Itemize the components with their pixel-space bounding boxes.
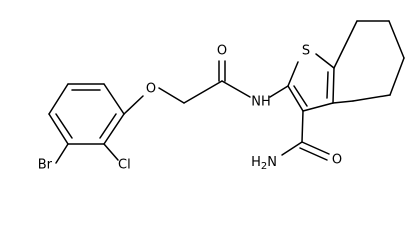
- ether-oxygen-label: O: [146, 82, 156, 97]
- amine-subscript: 2: [261, 161, 267, 172]
- chlorine-label: Cl: [118, 158, 131, 173]
- bond: [183, 80, 223, 104]
- amine-n-label: N: [267, 155, 277, 170]
- bromine-label: Br: [38, 158, 53, 173]
- bond: [302, 102, 334, 112]
- bonds: [48, 20, 405, 164]
- amide-oxygen-label: O: [332, 153, 342, 168]
- bond: [333, 20, 358, 69]
- bond: [315, 53, 335, 69]
- amide-nh-label: NH: [251, 95, 271, 110]
- bond: [293, 85, 308, 107]
- bond: [221, 80, 251, 98]
- bond: [326, 71, 329, 99]
- bond: [388, 20, 405, 59]
- bond: [48, 113, 69, 145]
- bond: [103, 143, 119, 161]
- bond: [389, 57, 405, 96]
- bond: [332, 100, 354, 104]
- bond: [352, 94, 391, 102]
- bond: [99, 113, 117, 139]
- carbonyl-oxygen-label: O: [217, 44, 227, 59]
- sulfur-label: S: [302, 44, 310, 59]
- chemical-structure: Br Cl O O NH S O H2N: [38, 20, 405, 173]
- amine-h-label: H: [251, 155, 261, 170]
- amine-label: H2N: [251, 155, 277, 173]
- atom-labels: Br Cl O O NH S O H2N: [38, 44, 342, 173]
- bond: [103, 83, 125, 115]
- bond: [281, 141, 303, 156]
- bond: [332, 67, 335, 104]
- bond: [123, 95, 144, 115]
- bond: [301, 110, 304, 143]
- bond: [103, 113, 125, 145]
- bond: [158, 87, 185, 104]
- bond: [287, 61, 299, 87]
- bond: [55, 113, 73, 139]
- bond: [301, 141, 330, 155]
- bond: [48, 83, 69, 115]
- bond: [299, 147, 328, 161]
- bond: [269, 85, 289, 98]
- bond: [55, 143, 69, 164]
- bond: [287, 85, 304, 112]
